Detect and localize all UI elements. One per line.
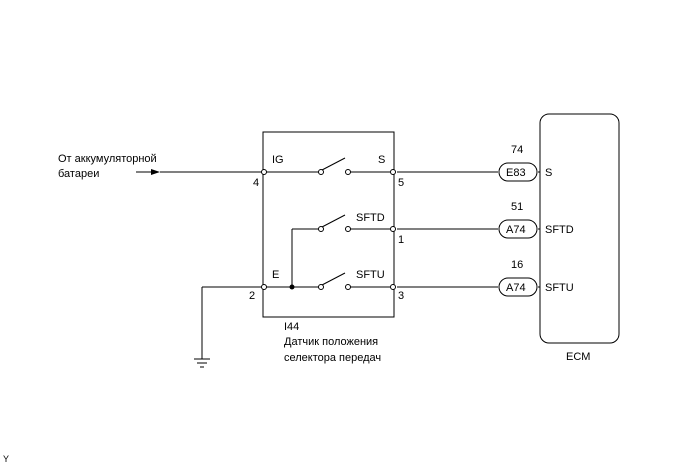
module-code: I44: [284, 321, 299, 333]
terminal-sftu: [390, 284, 396, 290]
connector-signal: SFTU: [545, 282, 574, 294]
label-sftu: SFTU: [356, 269, 385, 281]
label-s: S: [378, 154, 385, 166]
switch-sftd: [318, 214, 351, 232]
pin-s: 5: [398, 177, 404, 189]
connector-id: A74: [506, 282, 526, 294]
label-e: E: [272, 269, 279, 281]
connector-signal: SFTD: [545, 224, 574, 236]
connector-pin: 51: [511, 201, 523, 213]
terminal-e: [261, 284, 267, 290]
module-name-line1: Датчик положения: [284, 336, 378, 348]
connector-pin: 16: [511, 259, 523, 271]
connector-3: 16 A74 SFTU: [498, 259, 574, 297]
pin-sftd: 1: [398, 234, 404, 246]
pin-ig: 4: [253, 177, 259, 189]
connector-signal: S: [545, 167, 552, 179]
corner-mark: Y: [3, 454, 9, 464]
connector-id: A74: [506, 224, 526, 236]
label-ig: IG: [272, 154, 284, 166]
switch-ig-s: [318, 157, 351, 175]
connector-pin: 74: [511, 144, 523, 156]
wires: [160, 171, 540, 359]
label-sftd: SFTD: [356, 212, 385, 224]
junction-dot: [289, 284, 295, 290]
source-label-line1: От аккумуляторной: [58, 153, 157, 165]
ecm-box: [539, 113, 620, 344]
ground-icon: [194, 358, 210, 368]
connector-1: 74 E83 S: [498, 144, 552, 182]
switch-sftu: [318, 272, 351, 290]
pin-e: 2: [249, 290, 255, 302]
terminal-s: [390, 169, 396, 175]
source-arrow-icon: [136, 169, 160, 175]
ecm-label: ECM: [566, 351, 590, 363]
connector-id: E83: [506, 167, 526, 179]
module-name-line2: селектора передач: [284, 352, 381, 364]
switch-module-box: [262, 131, 395, 318]
connector-2: 51 A74 SFTD: [498, 201, 574, 239]
terminal-sftd: [390, 226, 396, 232]
source-label-line2: батареи: [58, 168, 99, 180]
pin-sftu: 3: [398, 290, 404, 302]
terminal-ig: [261, 169, 267, 175]
